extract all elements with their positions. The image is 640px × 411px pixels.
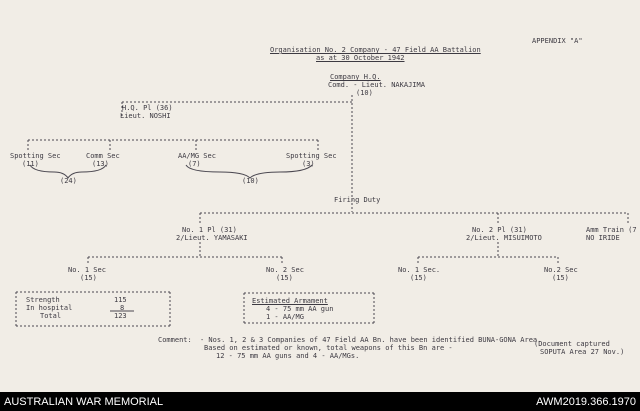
total-value: 123 (114, 312, 127, 320)
p2-section-1-count: (15) (410, 274, 427, 282)
footer-accession-number: AWM2019.366.1970 (536, 396, 636, 408)
company-hq-commander: Comd. - Lieut. NAKAJIMA (328, 81, 425, 89)
ammo-train-leader: NO IRIDE (586, 234, 620, 242)
in-hospital-label: In hospital (26, 304, 73, 312)
armament-line-1: 4 - 75 mm AA gun (266, 305, 334, 313)
comment-label: Comment: (158, 336, 192, 344)
hq-platoon-leader: Lieut. NOSHI (120, 112, 171, 120)
hq-section-1-label: Spotting Sec (10, 152, 61, 160)
hq-section-4-count: (3) (302, 160, 315, 168)
platoon-1-label: No. 1 Pl (31) (182, 226, 237, 234)
platoon-2-label: No. 2 Pl (31) (472, 226, 527, 234)
capture-note-line-1: (Document captured (534, 340, 610, 348)
platoon-2-leader: 2/Lieut. MISUIMOTO (466, 234, 542, 242)
comment-line-1: - Nos. 1, 2 & 3 Companies of 47 Field AA… (200, 336, 542, 344)
total-label: Total (40, 312, 62, 320)
hq-section-3-label: AA/MG Sec (178, 152, 216, 160)
hq-platoon-label: H.Q. Pl (36) (122, 104, 173, 112)
p1-section-2-label: No. 2 Sec (266, 266, 304, 274)
hq-section-4-label: Spotting Sec (286, 152, 337, 160)
p1-section-1-label: No. 1 Sec (68, 266, 106, 274)
hq-group-2-total: (10) (242, 177, 259, 185)
hq-group-1-total: (24) (60, 177, 77, 185)
firing-duty-label: Firing Duty (334, 196, 381, 204)
p1-section-1-count: (15) (80, 274, 97, 282)
hq-section-3-count: (7) (188, 160, 201, 168)
capture-note-line-2: SOPUTA Area 27 Nov.) (540, 348, 625, 356)
strength-value: 115 (114, 296, 127, 304)
comment-line-2: Based on estimated or known, total weapo… (204, 344, 453, 352)
document-title: Organisation No. 2 Company - 47 Field AA… (270, 46, 481, 54)
company-hq-count: (10) (356, 89, 373, 97)
footer-institution: AUSTRALIAN WAR MEMORIAL (4, 396, 164, 408)
document-page: APPENDIX "A" Organisation No. 2 Company … (0, 0, 640, 392)
armament-line-2: 1 - AA/MG (266, 313, 304, 321)
platoon-1-leader: 2/Lieut. YAMASAKI (176, 234, 248, 242)
comment-line-3: 12 - 75 mm AA guns and 4 - AA/MGs. (216, 352, 360, 360)
hq-section-2-label: Comm Sec (86, 152, 120, 160)
org-chart-lines (15, 95, 629, 327)
appendix-label: APPENDIX "A" (532, 37, 583, 45)
p2-section-1-label: No. 1 Sec. (398, 266, 441, 274)
p2-section-2-label: No.2 Sec (544, 266, 578, 274)
strength-label: Strength (26, 296, 60, 304)
hq-section-1-count: (11) (22, 160, 39, 168)
ammo-train-label: Amm Train (7 (586, 226, 637, 234)
in-hospital-value: 8 (120, 304, 125, 312)
hq-section-2-count: (13) (92, 160, 109, 168)
p1-section-2-count: (15) (276, 274, 293, 282)
armament-title: Estimated Armament (252, 297, 328, 305)
p2-section-2-count: (15) (552, 274, 569, 282)
company-hq-label: Company H.Q. (330, 73, 381, 81)
document-date: as at 30 October 1942 (316, 54, 405, 62)
